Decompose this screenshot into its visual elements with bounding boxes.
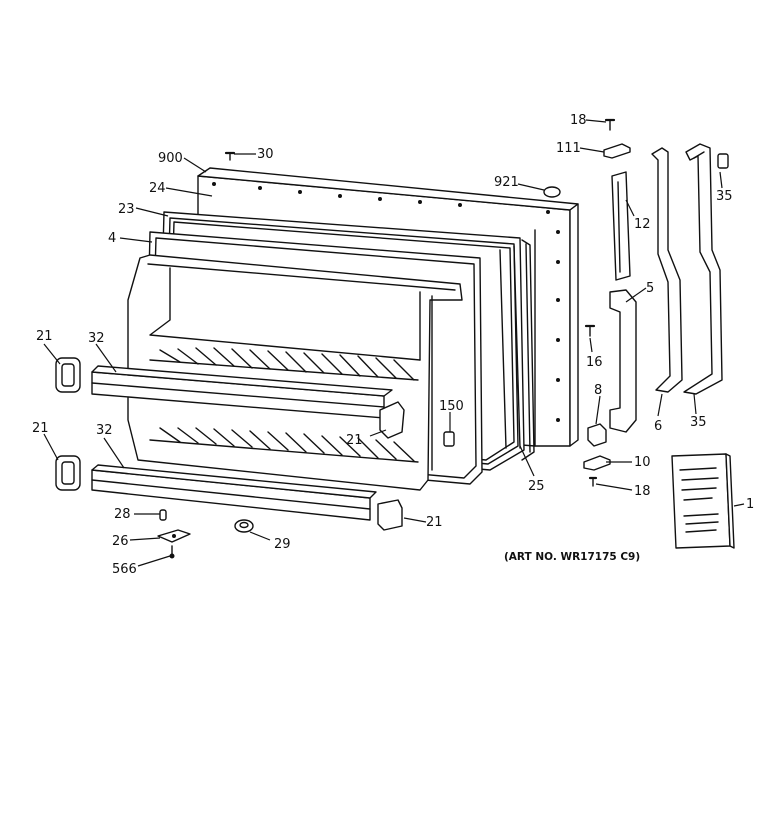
shelf-bar-upper: [91, 365, 393, 419]
callout-18-top: 18: [570, 113, 587, 128]
callout-150: 150: [439, 399, 464, 414]
callout-32-upper: 32: [88, 331, 105, 346]
callout-21-middle: 21: [346, 433, 363, 448]
art-number: (ART NO. WR17175 C9): [504, 551, 640, 563]
callout-10: 10: [634, 455, 651, 470]
callout-28: 28: [114, 507, 131, 522]
shelf-end-caps: [55, 357, 405, 531]
callout-24: 24: [149, 181, 166, 196]
callout-23: 23: [118, 202, 135, 217]
leader-lines: [43, 119, 745, 567]
callout-1: 1: [746, 497, 754, 512]
callout-35-bottom: 35: [690, 415, 707, 430]
callout-35-top: 35: [716, 189, 733, 204]
callout-4: 4: [108, 231, 116, 246]
callout-numbers: 18 111 900 30 921 24 23 4 12 35 5 16 21 …: [32, 113, 754, 577]
callout-30: 30: [257, 147, 274, 162]
callout-29: 29: [274, 537, 291, 552]
shelf-ribs: [149, 347, 419, 463]
callout-900: 900: [158, 151, 183, 166]
callout-566: 566: [112, 562, 137, 577]
callout-5: 5: [646, 281, 654, 296]
owners-booklet: [671, 453, 735, 549]
callout-21-upper-left: 21: [36, 329, 53, 344]
callout-25: 25: [528, 479, 545, 494]
callout-12: 12: [634, 217, 651, 232]
shelf-bar-lower: [91, 464, 377, 521]
callout-111: 111: [556, 141, 581, 156]
callout-18-bottom: 18: [634, 484, 651, 499]
callout-921: 921: [494, 175, 519, 190]
callout-21-lower-left: 21: [32, 421, 49, 436]
callout-26: 26: [112, 534, 129, 549]
door-handles: [651, 143, 723, 395]
callout-8: 8: [594, 383, 602, 398]
callout-6: 6: [654, 419, 662, 434]
callout-32-lower: 32: [96, 423, 113, 438]
callout-16: 16: [586, 355, 603, 370]
callout-21-lower-right: 21: [426, 515, 443, 530]
